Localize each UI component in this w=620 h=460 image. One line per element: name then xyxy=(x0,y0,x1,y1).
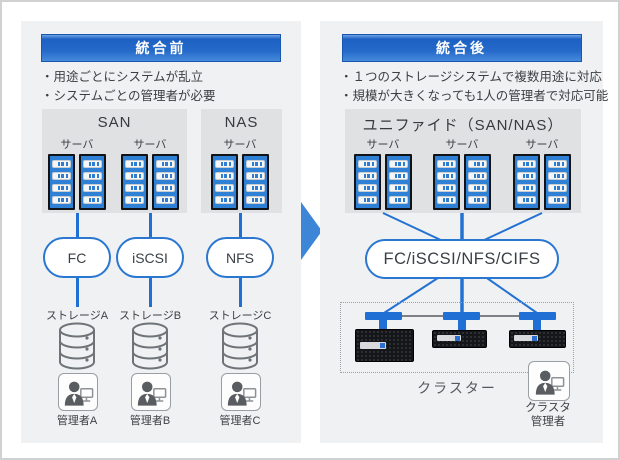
server-group-label: サーバ xyxy=(445,139,479,151)
connector-line xyxy=(76,278,79,307)
storage-label-a: ストレージA xyxy=(45,310,109,322)
cluster-dotted-box xyxy=(340,302,574,373)
protocol-oval-iscsi: iSCSI xyxy=(116,237,184,278)
admin-user-icon xyxy=(535,370,565,395)
connector-line xyxy=(149,213,152,238)
server-group xyxy=(513,154,571,210)
protocol-oval-unified: FC/iSCSI/NFS/CIFS xyxy=(365,239,559,279)
storage-array-icon xyxy=(509,330,566,348)
storage-cylinder-icon xyxy=(222,322,258,370)
admin-a-box xyxy=(58,373,98,411)
server-group xyxy=(433,154,491,210)
unified-title: ユニファイド（SAN/NAS） xyxy=(362,117,564,134)
server-group xyxy=(121,154,179,210)
after-bullets: ・１つのストレージシステムで複数用途に対応 ・規模が大きくなっても1人の管理者で… xyxy=(340,68,608,106)
admin-user-icon xyxy=(227,381,257,406)
storage-label-b: ストレージB xyxy=(118,310,182,322)
admin-user-icon xyxy=(64,381,94,406)
cluster-admin-box xyxy=(528,361,570,401)
unified-box: ユニファイド（SAN/NAS） xyxy=(345,109,581,213)
protocol-oval-nfs: NFS xyxy=(206,237,274,278)
admin-b-label: 管理者B xyxy=(129,415,171,427)
storage-cylinder-icon xyxy=(132,322,168,370)
storage-label-c: ストレージC xyxy=(208,310,272,322)
storage-array-icon xyxy=(432,330,487,348)
connector-line xyxy=(149,278,152,307)
connector-line xyxy=(76,213,79,238)
array-badge xyxy=(360,342,386,349)
before-bullet-2: ・システムごとの管理者が必要 xyxy=(41,89,216,103)
array-badge xyxy=(514,335,538,341)
t-connector-stem xyxy=(458,319,466,331)
server-icon xyxy=(242,154,269,210)
server-icon xyxy=(211,154,238,210)
server-icon xyxy=(385,154,412,210)
server-group-label: サーバ xyxy=(366,139,400,151)
server-icon xyxy=(464,154,491,210)
storage-array-icon xyxy=(355,329,414,362)
admin-user-icon xyxy=(137,381,167,406)
storage-cylinder-icon xyxy=(59,322,95,370)
admin-c-box xyxy=(221,373,261,411)
array-badge xyxy=(437,335,461,341)
server-group-label: サーバ xyxy=(223,139,257,151)
server-group-label: サーバ xyxy=(133,139,167,151)
server-icon xyxy=(433,154,460,210)
cluster-admin-label: クラスタ 管理者 xyxy=(525,402,571,428)
server-icon xyxy=(79,154,106,210)
after-bullet-1: ・１つのストレージシステムで複数用途に対応 xyxy=(340,70,602,84)
server-icon xyxy=(354,154,381,210)
transition-arrow-icon xyxy=(301,202,322,260)
before-bullets: ・用途ごとにシステムが乱立 ・システムごとの管理者が必要 xyxy=(41,68,216,106)
t-connector-stem xyxy=(379,319,387,331)
san-title: SAN xyxy=(97,114,132,131)
nas-title: NAS xyxy=(224,114,259,131)
server-group xyxy=(354,154,412,210)
connector-lines xyxy=(382,212,543,314)
cluster-label: クラスター xyxy=(417,380,497,396)
server-icon xyxy=(513,154,540,210)
admin-c-label: 管理者C xyxy=(219,415,261,427)
before-bullet-1: ・用途ごとにシステムが乱立 xyxy=(41,70,204,84)
before-panel: 統合前 ・用途ごとにシステムが乱立 ・システムごとの管理者が必要 SAN NAS… xyxy=(21,21,301,443)
server-group xyxy=(48,154,106,210)
t-connector-bar xyxy=(519,312,556,320)
before-header: 統合前 xyxy=(41,34,281,62)
server-icon xyxy=(544,154,571,210)
admin-b-box xyxy=(131,373,171,411)
server-icon xyxy=(121,154,148,210)
admin-a-label: 管理者A xyxy=(56,415,98,427)
server-icon xyxy=(48,154,75,210)
after-bullet-2: ・規模が大きくなっても1人の管理者で対応可能 xyxy=(340,89,609,103)
protocol-oval-fc: FC xyxy=(43,237,111,278)
after-panel: 統合後 ・１つのストレージシステムで複数用途に対応 ・規模が大きくなっても1人の… xyxy=(320,21,608,443)
server-group-label: サーバ xyxy=(525,139,559,151)
after-header: 統合後 xyxy=(341,34,582,62)
connector-line xyxy=(239,213,242,238)
server-icon xyxy=(152,154,179,210)
t-connector-bar xyxy=(443,312,480,320)
connector-line xyxy=(239,278,242,307)
t-connector-bar xyxy=(365,312,402,320)
server-group-label: サーバ xyxy=(60,139,94,151)
server-group xyxy=(211,154,269,210)
t-connector-stem xyxy=(533,319,541,331)
